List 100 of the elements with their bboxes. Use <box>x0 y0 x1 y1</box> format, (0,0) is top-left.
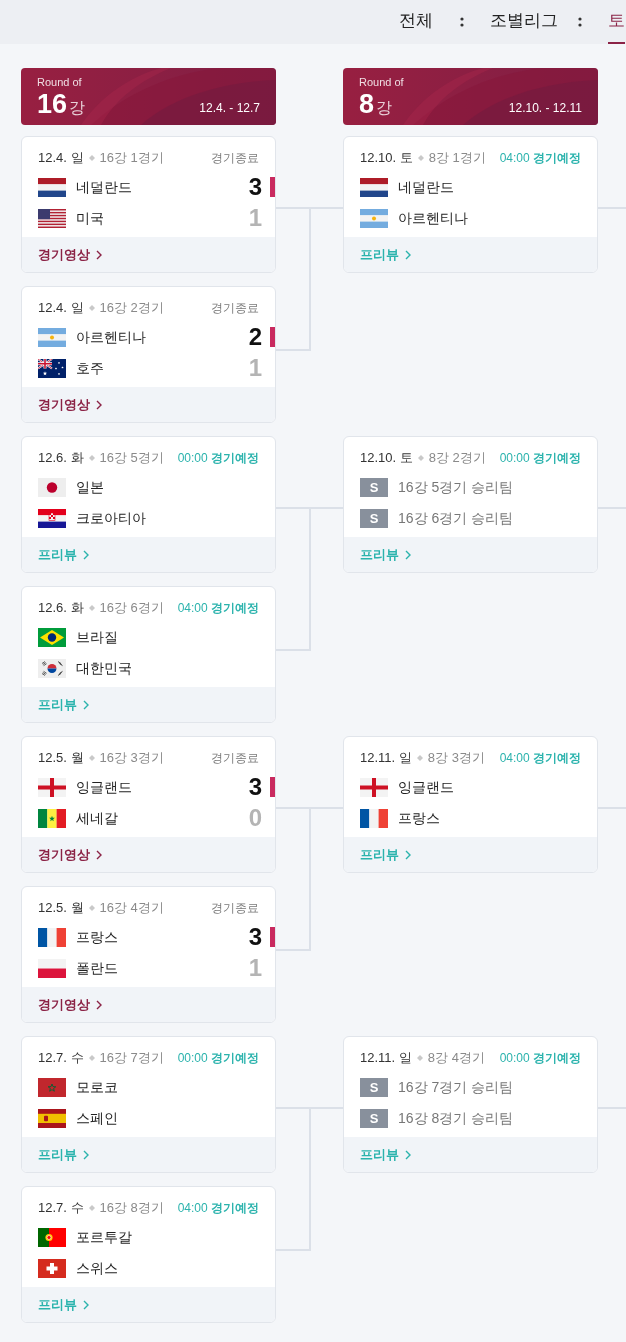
score: 1 <box>248 206 262 230</box>
match-date: 12.7. 수 <box>38 1199 84 1218</box>
seed-badge: S <box>360 477 388 497</box>
match-number: 8강 4경기 <box>427 1049 485 1068</box>
footer-link: 경기영상 <box>38 995 90 1014</box>
card-footer <box>344 237 597 272</box>
team-name: 16강 6경기 승리팀 <box>398 508 514 528</box>
team-name: 아르헨티나 <box>398 208 468 228</box>
match-status: 경기종료 <box>211 300 259 317</box>
team-name: 16강 8경기 승리팀 <box>398 1108 514 1128</box>
team-name: 스위스 <box>76 1258 118 1278</box>
match-card <box>343 136 598 273</box>
match-card <box>343 736 598 873</box>
round-title: 16강 <box>37 90 86 121</box>
match-date: 12.10. 토 <box>360 449 413 468</box>
seed-badge: S <box>360 1077 388 1097</box>
card-footer <box>22 687 275 722</box>
footer-link: 경기영상 <box>38 845 90 864</box>
card-footer <box>22 1287 275 1322</box>
footer-link: 프리뷰 <box>360 545 399 564</box>
team-name: 미국 <box>76 208 104 228</box>
match-date: 12.10. 토 <box>360 149 413 168</box>
footer-link: 경기영상 <box>38 245 90 264</box>
match-card <box>21 1186 276 1323</box>
score: 3 <box>248 775 262 799</box>
match-card <box>21 136 276 273</box>
match-status: 00:00 경기예정 <box>177 1050 259 1067</box>
score: 2 <box>248 325 262 349</box>
match-number: 8강 2경기 <box>428 449 486 468</box>
match-date: 12.11. 일 <box>360 749 412 768</box>
score: 0 <box>248 806 262 830</box>
date-range: 12.4. - 12.7 <box>199 101 260 115</box>
match-status: 경기종료 <box>211 900 259 917</box>
round-header <box>343 68 598 125</box>
team-name: 프랑스 <box>76 927 118 947</box>
match-number: 16강 3경기 <box>99 749 164 768</box>
match-card <box>21 886 276 1023</box>
match-number: 16강 6경기 <box>99 599 164 618</box>
card-footer <box>22 1137 275 1172</box>
match-card <box>21 286 276 423</box>
card-footer <box>344 537 597 572</box>
round-title: 8강 <box>359 90 393 121</box>
footer-link: 경기영상 <box>38 395 90 414</box>
card-footer <box>344 837 597 872</box>
match-status: 04:00 경기예정 <box>177 1200 259 1217</box>
match-status: 00:00 경기예정 <box>177 450 259 467</box>
tab: 조별리그 <box>490 0 558 44</box>
match-card <box>343 436 598 573</box>
match-date: 12.4. 일 <box>38 299 84 318</box>
match-card <box>343 1036 598 1173</box>
match-number: 16강 1경기 <box>99 149 164 168</box>
tab: 토 <box>608 0 625 44</box>
team-name: 네덜란드 <box>398 177 454 197</box>
match-status: 경기종료 <box>211 750 259 767</box>
match-number: 16강 5경기 <box>99 449 164 468</box>
tab: 전체 <box>399 0 433 44</box>
footer-link: 프리뷰 <box>38 1145 77 1164</box>
match-card <box>21 1036 276 1173</box>
match-date: 12.4. 일 <box>38 149 84 168</box>
team-name: 폴란드 <box>76 958 118 978</box>
card-footer <box>344 1137 597 1172</box>
score: 1 <box>248 956 262 980</box>
match-card <box>21 436 276 573</box>
footer-link: 프리뷰 <box>38 545 77 564</box>
seed-badge: S <box>360 508 388 528</box>
card-footer <box>22 987 275 1022</box>
footer-link: 프리뷰 <box>38 1295 77 1314</box>
team-name: 대한민국 <box>76 658 132 678</box>
team-name: 포르투갈 <box>76 1227 132 1247</box>
card-footer <box>22 837 275 872</box>
match-number: 16강 2경기 <box>99 299 164 318</box>
score: 1 <box>248 356 262 380</box>
team-name: 프랑스 <box>398 808 440 828</box>
card-footer <box>22 387 275 422</box>
match-number: 8강 3경기 <box>427 749 485 768</box>
card-footer <box>22 237 275 272</box>
footer-link: 프리뷰 <box>360 1145 399 1164</box>
match-status: 04:00 경기예정 <box>499 750 581 767</box>
match-number: 16강 8경기 <box>99 1199 164 1218</box>
footer-link: 프리뷰 <box>38 695 77 714</box>
match-card <box>21 736 276 873</box>
round-label: Round of <box>359 76 404 89</box>
card-footer <box>22 537 275 572</box>
team-name: 아르헨티나 <box>76 327 146 347</box>
match-date: 12.5. 월 <box>38 749 84 768</box>
match-date: 12.11. 일 <box>360 1049 412 1068</box>
team-name: 잉글랜드 <box>76 777 132 797</box>
footer-link: 프리뷰 <box>360 845 399 864</box>
round-label: Round of <box>37 76 82 89</box>
team-name: 세네갈 <box>76 808 118 828</box>
round-header <box>21 68 276 125</box>
match-status: 04:00 경기예정 <box>177 600 259 617</box>
match-card <box>21 586 276 723</box>
team-name: 16강 5경기 승리팀 <box>398 477 514 497</box>
team-name: 모로코 <box>76 1077 118 1097</box>
match-number: 8강 1경기 <box>428 149 486 168</box>
match-number: 16강 7경기 <box>99 1049 164 1068</box>
match-status: 00:00 경기예정 <box>499 450 581 467</box>
score: 3 <box>248 175 262 199</box>
match-date: 12.7. 수 <box>38 1049 84 1068</box>
